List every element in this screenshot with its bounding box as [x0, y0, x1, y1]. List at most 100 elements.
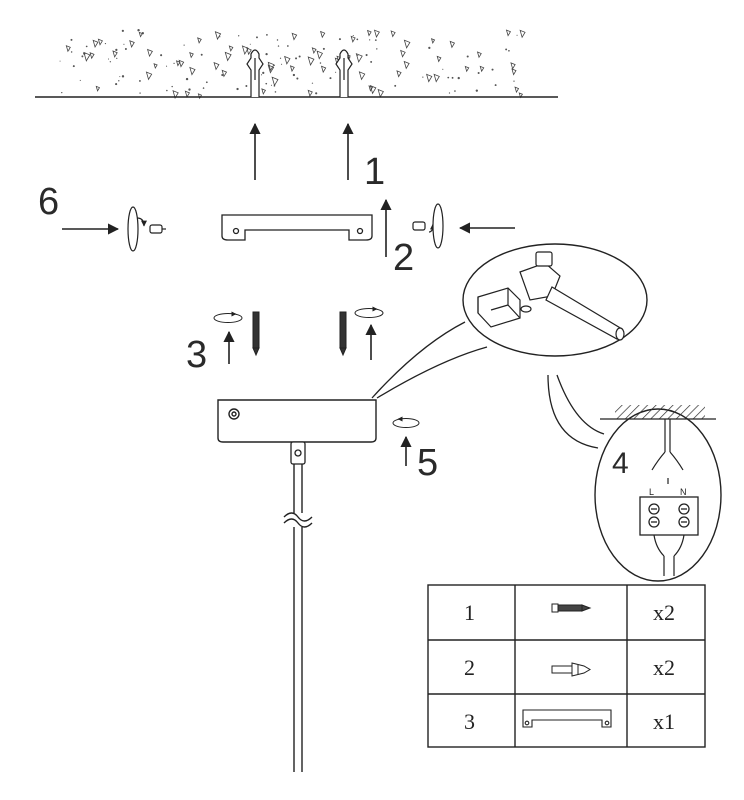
- ceiling-speckle: [61, 91, 63, 94]
- ceiling-speckle: [292, 73, 296, 77]
- ceiling-speckle: [185, 77, 189, 81]
- ceiling-speckle: [491, 68, 494, 71]
- ceiling-speckle: [129, 40, 135, 48]
- screw-icon: [551, 603, 592, 613]
- ceiling-speckle: [89, 52, 95, 60]
- ceiling-speckle: [121, 29, 124, 32]
- ceiling-speckle: [138, 31, 143, 38]
- ceiling-speckle: [457, 76, 460, 80]
- suspension-cable: [283, 464, 313, 772]
- mains-wires: [651, 419, 684, 484]
- ceiling-speckle: [514, 86, 520, 94]
- ceiling-speckle: [266, 33, 268, 36]
- step-1-arrows: [249, 122, 354, 180]
- ceiling-speckle: [173, 62, 175, 65]
- ceiling-speckle: [172, 90, 179, 99]
- ceiling-speckle: [298, 55, 301, 58]
- ceiling-speckle: [160, 54, 163, 57]
- left-screw-washer: [127, 206, 166, 252]
- ceiling-speckle: [505, 29, 512, 37]
- ceiling-speckle: [276, 39, 279, 41]
- ceiling-speckle: [274, 91, 277, 93]
- ceiling-speckle: [109, 61, 112, 63]
- ceiling-speckle: [511, 68, 517, 76]
- ceiling-speckle: [59, 60, 61, 62]
- ceiling-speckle: [273, 64, 275, 66]
- terminal-live-label: L: [649, 487, 654, 497]
- ceiling-speckle: [267, 61, 275, 72]
- ceiling-speckle: [189, 51, 194, 59]
- ceiling-speckle: [116, 57, 118, 60]
- ceiling-speckle: [350, 35, 356, 43]
- ceiling-speckle: [355, 53, 363, 63]
- ceiling-speckle: [319, 62, 322, 64]
- ceiling-speckle: [426, 73, 433, 83]
- parts-table: [427, 584, 706, 748]
- ceiling-speckle: [202, 87, 205, 89]
- ceiling-speckle: [373, 29, 380, 38]
- ceiling-speckle: [280, 63, 283, 65]
- ceiling-speckle: [72, 65, 75, 68]
- table-row-2-number: 2: [464, 655, 475, 680]
- table-row-3-number: 3: [464, 709, 475, 734]
- cable-clamp: [290, 441, 306, 465]
- ceiling-speckle: [466, 55, 469, 58]
- ceiling-speckle: [184, 90, 191, 98]
- ceiling-speckle: [358, 71, 366, 81]
- ceiling-speckle: [178, 59, 185, 68]
- ceiling-speckle: [189, 66, 196, 76]
- terminal-neutral-label: N: [680, 487, 687, 497]
- ceiling-speckle: [291, 32, 298, 41]
- ceiling-speckle: [241, 45, 249, 56]
- ceiling-speckle: [454, 90, 456, 92]
- ceiling-speckle: [246, 47, 252, 56]
- rotation-indicator-step-5: [392, 416, 420, 428]
- ceiling-speckle: [286, 45, 289, 47]
- ceiling-speckle: [188, 88, 191, 91]
- ceiling-speckle: [92, 39, 99, 49]
- ceiling-speckle: [245, 84, 248, 87]
- ceiling-speckle: [219, 36, 221, 38]
- ceiling-speckle: [377, 88, 384, 98]
- ceiling-speckle: [376, 48, 378, 50]
- ceiling-speckle: [422, 76, 424, 78]
- ceiling-speckle: [260, 74, 263, 76]
- ceiling-speckle: [214, 31, 222, 41]
- ceiling-speckle: [261, 88, 267, 95]
- ceiling-speckle: [97, 38, 103, 46]
- step-6-label: 6: [38, 181, 59, 223]
- ceiling-wall-plug-left: [246, 49, 264, 97]
- ceiling-speckle: [205, 81, 208, 84]
- ceiling-speckle: [390, 30, 396, 38]
- ceiling-speckle: [265, 82, 268, 85]
- ceiling-speckle: [329, 77, 332, 80]
- ceiling-speckle: [442, 68, 444, 70]
- ceiling-speckle: [368, 85, 374, 92]
- ceiling-speckle: [277, 45, 280, 47]
- ceiling-speckle: [448, 92, 451, 94]
- ceiling-speckle: [516, 34, 518, 36]
- ceiling-speckle: [228, 45, 234, 52]
- right-screw-washer: [412, 203, 444, 249]
- ceiling-speckle: [70, 38, 73, 41]
- ceiling-speckle: [311, 47, 317, 55]
- ceiling-speckle: [139, 92, 141, 94]
- ceiling-speckle: [221, 69, 228, 78]
- ceiling-speckle: [284, 55, 291, 65]
- ceiling-speckle: [171, 85, 173, 88]
- ceiling-speckle: [118, 80, 120, 82]
- step-1-label: 1: [364, 151, 385, 193]
- ceiling-speckle: [137, 28, 140, 32]
- ceiling-speckle: [370, 60, 373, 63]
- ceiling-speckle: [369, 39, 371, 41]
- step-5-label: 5: [417, 442, 438, 484]
- ceiling-speckle: [270, 84, 273, 86]
- ceiling-wall-plug-right: [335, 49, 353, 97]
- ceiling-speckle: [352, 34, 354, 37]
- ceiling-speckle: [320, 65, 327, 74]
- ceiling-speckle: [307, 56, 315, 66]
- ceiling-speckle: [145, 71, 153, 81]
- mounting-bracket-icon: [522, 709, 612, 728]
- ceiling-speckle: [513, 80, 515, 82]
